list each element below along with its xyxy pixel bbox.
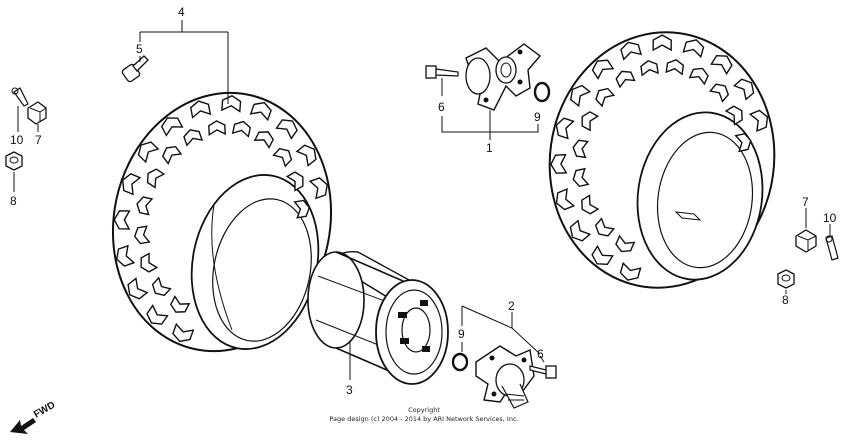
callout-9-upper: 9 [534,110,541,124]
left-tire-tread-block [189,100,212,119]
left-tire[interactable] [89,72,354,371]
callout-2: 2 [508,299,515,313]
hex-nut-left[interactable] [5,151,23,171]
right-tire-tread-block [572,139,589,159]
right-tire-tread-block [615,70,636,89]
right-tire-tread-block [581,194,600,215]
callout-8-left: 8 [10,194,17,208]
left-tire-tread-block [285,171,304,192]
left-tire-tread-block [221,95,242,113]
callout-1: 1 [486,141,493,155]
left-tire-tread-block [231,120,252,138]
seal-lower[interactable] [451,352,469,372]
callout-4: 4 [178,5,185,19]
right-tire-tread-block [734,132,752,153]
left-tire-tread-block [127,277,149,300]
right-tire-tread-block [569,219,592,242]
left-tire-tread-block [183,129,204,147]
left-tire-tread-block [121,173,142,196]
right-tire-tread-block [591,59,615,80]
right-tire[interactable] [533,18,790,303]
callout-8-right: 8 [782,293,789,307]
fwd-label: FWD [32,400,57,421]
left-tire-tread-block [308,177,328,200]
left-tire-tread-block [133,225,151,245]
right-tire-tread-block [652,34,672,52]
cotter-pin-left[interactable] [11,87,29,107]
left-tire-tread-block [295,144,317,167]
right-tire-tread-block [572,167,590,188]
hub-bolt-lower[interactable] [529,365,557,379]
right-tire-tread-block [688,67,709,86]
left-tire-tread-block [161,145,183,165]
right-tire-tread-block [581,111,600,132]
left-tire-tread-block [208,120,226,137]
right-tire-tread-block [640,59,659,77]
left-tire-tread-block [160,117,184,137]
right-tire-tread-block [620,41,643,61]
right-tire-tread-block [591,244,614,266]
copyright-line-1: Copyright [408,406,440,414]
callout-9-lower: 9 [458,327,465,341]
right-tire-tread-block [682,39,705,59]
callout-10-right: 10 [823,211,837,225]
right-tire-tread-block [665,58,685,76]
right-tire-tread-block [708,83,730,103]
callout-7-left: 7 [35,133,42,147]
left-tire-tread-block [146,168,166,189]
left-tire-tread-block [253,131,274,149]
left-tire-tread-block [137,141,160,164]
right-tire-tread-block [615,234,636,253]
copyright-line-2: Page design (c) 2004 - 2014 by ARI Netwo… [329,415,518,423]
rear-hub[interactable] [475,345,535,409]
fwd-arrow-icon [10,418,36,434]
right-tire-tread-block [555,117,575,140]
fwd-direction-indicator: FWD [10,400,57,434]
left-tire-tread-block [136,196,154,216]
castle-nut-right[interactable] [795,229,817,253]
valve-stem[interactable] [121,55,149,83]
left-tire-tread-block [172,322,195,343]
leader-lines [13,20,831,380]
callout-10-left: 10 [10,133,24,147]
left-tire-tread-block [116,244,136,267]
callout-7-right: 7 [802,195,809,209]
right-tire-tread-block [555,187,576,211]
front-hub[interactable] [465,43,542,111]
right-tire-tread-block [619,261,642,281]
right-tire-tread-block [594,217,616,237]
right-tire-tread-block [748,109,769,133]
left-tire-tread-block [151,276,172,297]
right-tire-tread-block [595,87,616,108]
callout-6-lower: 6 [537,347,544,361]
hex-nut-right[interactable] [777,269,795,289]
left-tire-tread-block [293,199,311,219]
castle-nut-left[interactable] [27,101,47,125]
right-tire-tread-block [550,154,568,174]
left-tire-tread-block [170,295,191,313]
right-tire-tread-block [732,78,755,101]
left-tire-tread-block [275,119,298,140]
right-tire-tread-block [724,105,743,126]
callout-5: 5 [136,42,143,56]
right-tire-tread-block [710,54,733,76]
seal-upper[interactable] [533,81,551,103]
callout-6-upper: 6 [438,100,445,114]
left-tire-tread-block [272,147,293,168]
cotter-pin-right[interactable] [825,235,839,261]
left-tire-tread-block [140,252,159,273]
wheel-rim[interactable] [307,251,449,385]
callout-3: 3 [346,383,353,397]
hub-bolt-upper[interactable] [425,65,459,79]
right-tire-tread-block [570,84,592,108]
left-tire-tread-block [113,210,131,230]
left-tire-tread-block [249,101,272,122]
left-tire-tread-block [146,304,169,325]
